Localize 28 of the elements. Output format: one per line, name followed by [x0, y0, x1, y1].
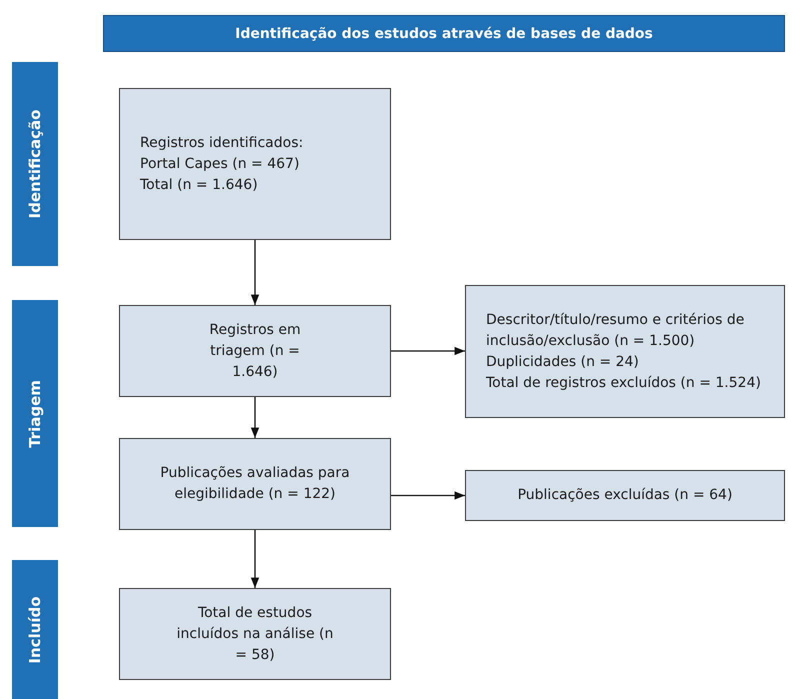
process-box — [465, 285, 785, 418]
arrow — [250, 240, 260, 305]
stage-band — [12, 62, 58, 266]
stage-band — [12, 300, 58, 527]
box-text: Total de estudos incluídos na análise (n = 58) — [176, 604, 334, 664]
box-text: Registros em triagem (n = 1.646) — [208, 320, 302, 382]
box-text: Publicações avaliadas para elegibilidade (n = 122) — [160, 464, 350, 504]
box-text: Total de registros excluídos (n = 1.524) — [486, 374, 761, 392]
process-box — [119, 588, 391, 680]
box-text: Publicações excluídas (n = 64) — [518, 486, 732, 505]
box-text: Descritor/título/resumo e critérios de inclusão/exclusão (n = 1.500) — [486, 310, 746, 350]
box-text: Duplicidades (n = 24) — [486, 352, 639, 372]
stage-label: Triagem — [26, 380, 44, 448]
process-box — [119, 438, 391, 530]
arrow — [250, 530, 260, 588]
box-text: Registros identificados: — [140, 134, 304, 152]
box-text: Portal Capes (n = 467) — [140, 154, 300, 174]
arrow — [391, 491, 465, 500]
process-box — [119, 88, 391, 240]
stage-label: Incluído — [26, 596, 44, 664]
header-bar: Identificação dos estudos através de bases de dados — [103, 15, 785, 52]
stage-band — [12, 560, 58, 699]
box-text: Total (n = 1.646) — [140, 176, 258, 194]
process-box — [119, 305, 391, 397]
arrow — [250, 397, 260, 438]
process-box — [465, 470, 785, 521]
stage-label: Identificação — [26, 110, 44, 218]
arrow — [391, 346, 465, 356]
